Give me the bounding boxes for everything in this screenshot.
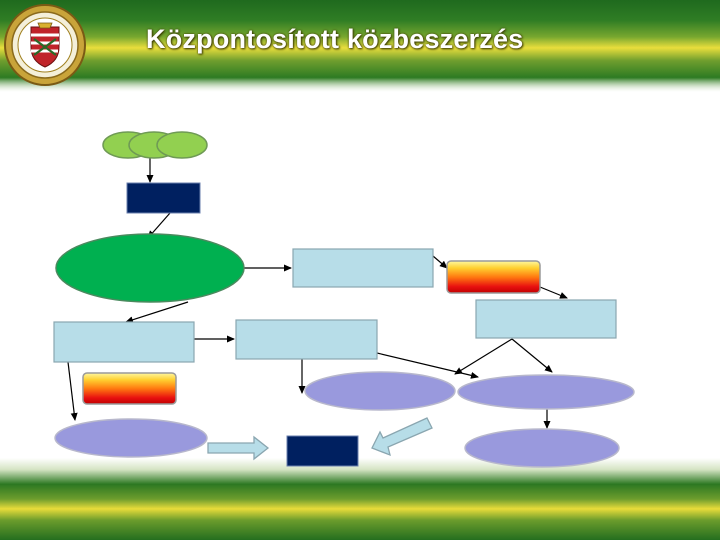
small-oval-3 bbox=[156, 131, 208, 159]
cyan-box-right bbox=[475, 299, 617, 339]
lavender-oval-middle bbox=[304, 371, 456, 411]
edge-cyan-right-to-lavender-middle bbox=[454, 338, 513, 375]
crest-logo-icon bbox=[4, 4, 86, 86]
gradient-box-left bbox=[82, 372, 177, 405]
slide-title: Központosított közbeszerzés bbox=[146, 24, 524, 54]
edge-cyan-left-to-lavender-left bbox=[67, 361, 78, 421]
header-banner bbox=[0, 0, 720, 92]
edge-cyan1-to-gradient-right bbox=[432, 255, 448, 269]
block-arrow-left-icon bbox=[371, 417, 433, 457]
footer-banner bbox=[0, 458, 720, 540]
big-green-oval bbox=[55, 233, 245, 303]
cyan-box-left bbox=[53, 321, 195, 363]
edge-gradient-right-to-cyan-right bbox=[539, 286, 568, 299]
lavender-oval-right bbox=[457, 374, 635, 410]
edge-green-oval-to-cyan-left bbox=[125, 301, 189, 324]
navy-box-top bbox=[126, 182, 201, 214]
header-fade bbox=[0, 78, 720, 92]
cyan-box-middle bbox=[235, 319, 378, 360]
block-arrow-right-icon bbox=[207, 435, 270, 461]
cyan-box-1 bbox=[292, 248, 434, 288]
navy-box-bottom bbox=[286, 435, 359, 467]
edge-cyan-right-to-lavender-right bbox=[511, 338, 553, 373]
gradient-box-right bbox=[446, 260, 541, 294]
lavender-oval-left bbox=[54, 418, 208, 458]
lavender-oval-bottom-right bbox=[464, 428, 620, 468]
